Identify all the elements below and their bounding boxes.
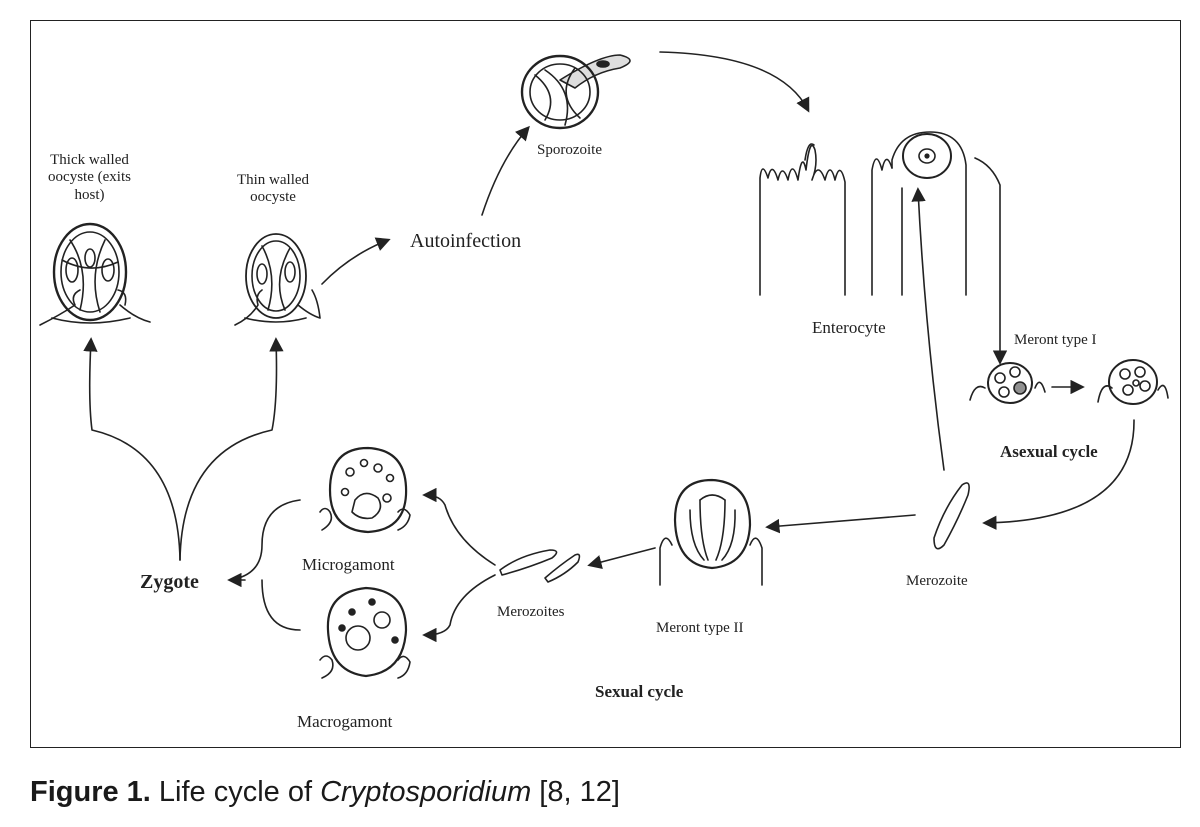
meront-type-1-label: Meront type I xyxy=(1014,332,1097,348)
arrow-merozoites-to-macrogamont xyxy=(422,574,496,643)
arrow-gamonts-to-zygote xyxy=(229,499,301,631)
macrogamont-drawing xyxy=(319,586,411,679)
asexual-cycle-label: Asexual cycle xyxy=(1000,442,1098,461)
sporozoite-label: Sporozoite xyxy=(537,142,602,158)
microgamont-drawing xyxy=(319,446,411,534)
merozoite-label: Merozoite xyxy=(906,573,968,589)
thin-walled-oocyst-drawing xyxy=(234,233,321,326)
caption-refs: [8, 12] xyxy=(531,776,620,808)
enterocyte-drawing xyxy=(759,131,967,296)
arrow-zygote-to-thin xyxy=(179,337,284,561)
figure-frame xyxy=(30,20,1181,748)
arrow-enterocyte-to-meront-1 xyxy=(974,157,1008,365)
macrogamont-label: Macrogamont xyxy=(297,712,393,731)
thin-walled-oocyst-label: Thin walled oocyste xyxy=(218,172,328,207)
caption-text: Life cycle of xyxy=(150,776,321,808)
thick-walled-oocyst-label: Thick walled oocyste (exits host) xyxy=(32,152,147,204)
zygote-label: Zygote xyxy=(140,571,199,593)
merozoite-drawing xyxy=(933,482,970,550)
microgamont-label: Microgamont xyxy=(302,555,395,574)
figure-caption: Figure 1. Life cycle of Cryptosporidium … xyxy=(30,776,620,809)
arrow-thin-to-autoinfection xyxy=(321,237,391,285)
arrow-zygote-to-thick xyxy=(83,337,181,561)
meront-type-2-label: Meront type II xyxy=(656,620,744,636)
meront-type-2-drawing xyxy=(659,478,763,586)
arrow-merozoites-to-microgamont xyxy=(422,487,496,566)
thick-walled-line-1: Thick walled xyxy=(50,152,129,168)
caption-organism: Cryptosporidium xyxy=(320,776,532,808)
arrow-asexual-to-merozoite xyxy=(982,419,1135,530)
thick-walled-line-2: oocyste (exits xyxy=(48,169,131,186)
sexual-cycle-label: Sexual cycle xyxy=(595,682,684,701)
arrow-meront-2-to-merozoites xyxy=(587,547,656,570)
arrow-autoinfection-to-sporozoite xyxy=(481,125,530,216)
merozoites-drawing xyxy=(499,549,581,583)
arrow-merozoite-to-enterocyte xyxy=(911,187,945,471)
meront-type-1-drawing xyxy=(969,359,1169,405)
thin-walled-line-2: oocyste xyxy=(250,189,296,206)
autoinfection-label: Autoinfection xyxy=(410,230,522,252)
caption-figure-number: Figure 1. xyxy=(30,776,151,808)
merozoites-label: Merozoites xyxy=(497,604,565,620)
enterocyte-label: Enterocyte xyxy=(812,318,886,337)
arrow-merozoite-to-meront-2 xyxy=(765,514,916,534)
thick-walled-oocyst-drawing xyxy=(39,222,151,326)
thick-walled-line-3: host) xyxy=(74,186,105,203)
sporozoite-drawing xyxy=(520,54,631,130)
thin-walled-line-1: Thin walled xyxy=(236,172,310,188)
arrow-sporozoite-to-enterocyte xyxy=(659,51,810,113)
